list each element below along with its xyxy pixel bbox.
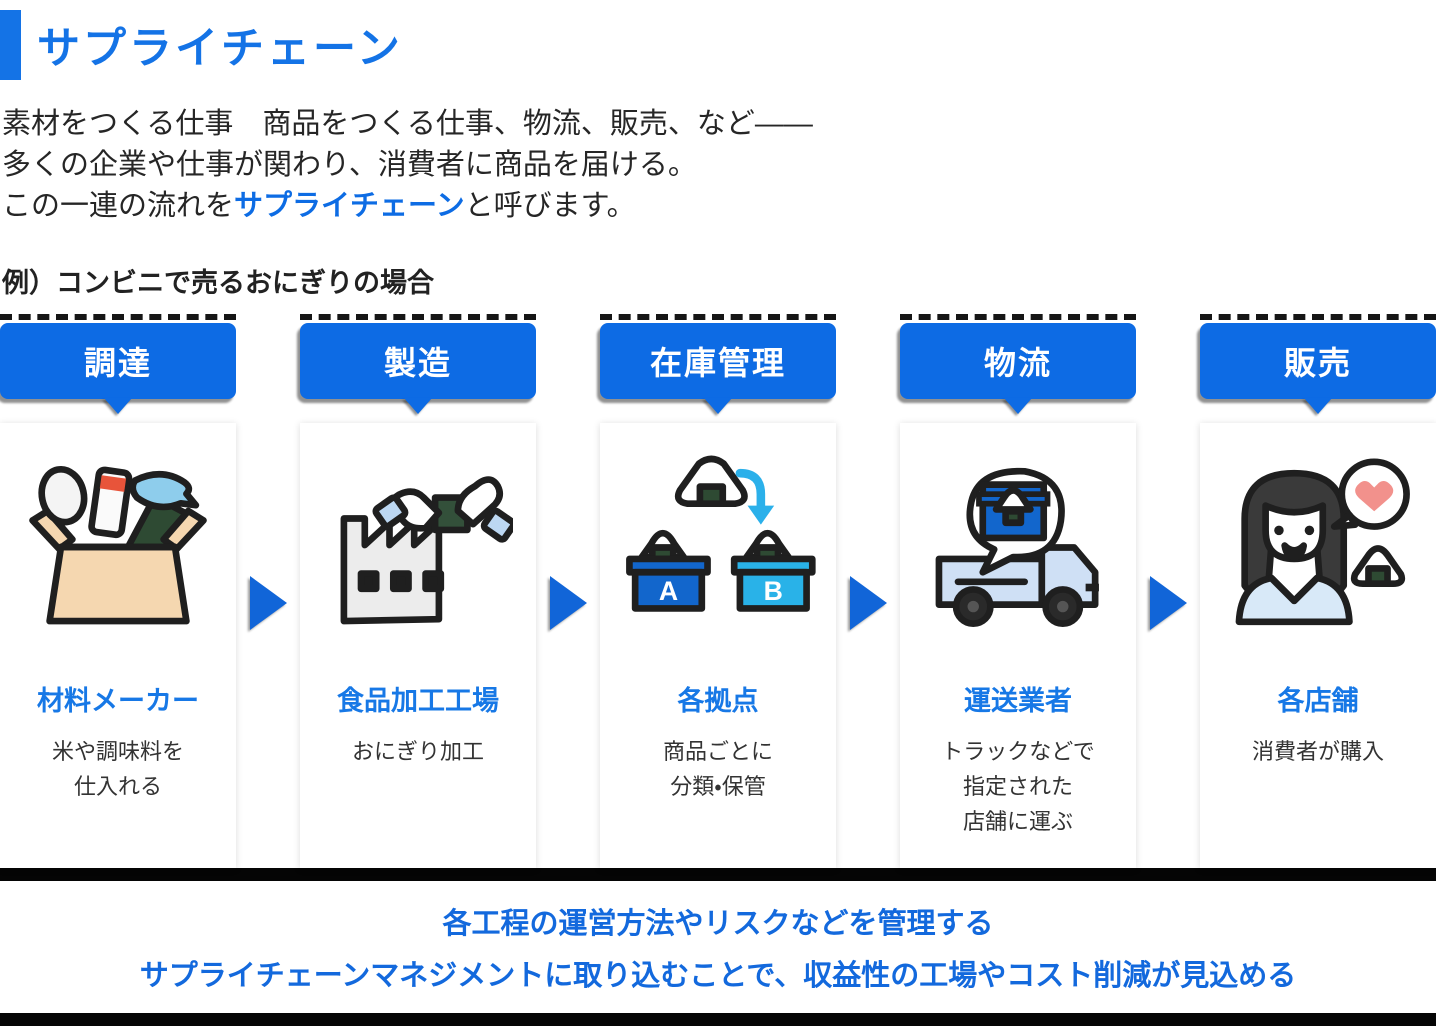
step-subtitle: 各店舗 (1277, 686, 1359, 716)
consumer-icon (1218, 441, 1418, 653)
example-caption: 例）コンビニで売るおにぎりの場合 (2, 268, 434, 298)
step-description: 消費者が購入 (1252, 734, 1384, 769)
step-bubble-procurement: 調達 (0, 323, 236, 414)
step-subtitle: 各拠点 (677, 686, 759, 716)
step-inventory: 在庫管理 A (600, 314, 836, 868)
supply-chain-keyword: サプライチェーン (234, 190, 465, 222)
step-card-manufacturing: 食品加工工場 おにぎり加工 (300, 423, 536, 868)
footer-line-2: サプライチェーンマネジメントに取り込むことで、収益性の工場やコスト削減が見込める (139, 960, 1297, 992)
sorting-bins-icon: A B (618, 441, 818, 653)
step-description: 米や調味料を 仕入れる (52, 734, 184, 804)
intro-line-3: この一連の流れをサプライチェーンと呼びます。 (2, 186, 1436, 227)
arrow-right-icon (849, 576, 887, 630)
step-description: おにぎり加工 (352, 734, 484, 769)
bubble-tail (1304, 398, 1332, 414)
flow-arrow-3 (836, 314, 900, 630)
step-procurement: 調達 (0, 314, 236, 868)
step-card-procurement: 材料メーカー 米や調味料を 仕入れる (0, 423, 236, 868)
intro-paragraph: 素材をつくる仕事 商品をつくる仕事、物流、販売、など—— 多くの企業や仕事が関わ… (2, 104, 1436, 227)
step-label: 物流 (983, 345, 1052, 381)
step-bubble-logistics: 物流 (900, 323, 1136, 414)
page-header: サプライチェーン (0, 10, 1436, 80)
footer-line-1: 各工程の運営方法やリスクなどを管理する (442, 908, 994, 940)
step-sales: 販売 (1200, 314, 1436, 868)
step-bubble-manufacturing: 製造 (300, 323, 536, 414)
desc-line: 商品ごとに (662, 739, 773, 764)
dashed-divider (900, 314, 1136, 320)
flow-arrow-1 (236, 314, 300, 630)
flow-arrow-2 (536, 314, 600, 630)
desc-line: 消費者が購入 (1251, 739, 1384, 764)
step-subtitle: 食品加工工場 (337, 686, 499, 716)
step-label: 製造 (383, 345, 452, 381)
flow-arrow-4 (1136, 314, 1200, 630)
divider-strip-top (0, 868, 1436, 881)
bin-a-label: A (659, 575, 678, 605)
arrow-right-icon (249, 576, 287, 630)
desc-line: トラックなどで (941, 739, 1095, 764)
delivery-truck-icon (918, 441, 1118, 653)
dashed-divider (300, 314, 536, 320)
desc-line: 仕入れる (73, 774, 162, 799)
factory-icon (323, 441, 513, 653)
desc-line: おにぎり加工 (351, 739, 484, 764)
step-subtitle: 材料メーカー (37, 686, 199, 716)
step-card-inventory: A B 各拠点 商品ごとに 分類・保管 (600, 423, 836, 868)
step-label: 在庫管理 (649, 345, 786, 381)
intro-line-3-pre: この一連の流れを (2, 190, 235, 222)
divider-strip-bottom (0, 1013, 1436, 1026)
intro-line-2: 多くの企業や仕事が関わり、消費者に商品を届ける。 (2, 149, 697, 181)
step-manufacturing: 製造 (300, 314, 536, 868)
step-bubble-sales: 販売 (1200, 323, 1436, 414)
step-label: 調達 (83, 345, 152, 381)
step-card-logistics: 運送業者 トラックなどで 指定された 店舗に運ぶ (900, 423, 1136, 868)
bubble-tail (104, 398, 132, 414)
dashed-divider (600, 314, 836, 320)
bubble-tail (1004, 398, 1032, 414)
bubble-tail (404, 398, 432, 414)
step-description: トラックなどで 指定された 店舗に運ぶ (941, 734, 1095, 839)
bin-b-label: B (764, 575, 783, 605)
intro-line-1: 素材をつくる仕事 商品をつくる仕事、物流、販売、など—— (2, 108, 813, 140)
desc-line: 分類・保管 (670, 774, 766, 799)
desc-line: 米や調味料を (51, 739, 184, 764)
step-label: 販売 (1283, 345, 1352, 381)
dashed-divider (1200, 314, 1436, 320)
page-title: サプライチェーン (37, 25, 403, 73)
process-flow: 調達 (0, 314, 1436, 868)
intro-line-3-post: と呼びます。 (464, 190, 636, 222)
step-subtitle: 運送業者 (964, 686, 1072, 716)
desc-line: 店舗に運ぶ (962, 809, 1073, 834)
desc-line: 指定された (962, 774, 1073, 799)
arrow-right-icon (549, 576, 587, 630)
title-accent-bar (0, 10, 21, 80)
footer-summary: 各工程の運営方法やリスクなどを管理する サプライチェーンマネジメントに取り込むこ… (0, 881, 1436, 1013)
arrow-right-icon (1149, 576, 1187, 630)
step-description: 商品ごとに 分類・保管 (663, 734, 773, 804)
ingredients-box-icon (23, 441, 213, 653)
dashed-divider (0, 314, 236, 320)
bubble-tail (704, 398, 732, 414)
step-card-sales: 各店舗 消費者が購入 (1200, 423, 1436, 868)
step-bubble-inventory: 在庫管理 (600, 323, 836, 414)
step-logistics: 物流 (900, 314, 1136, 868)
